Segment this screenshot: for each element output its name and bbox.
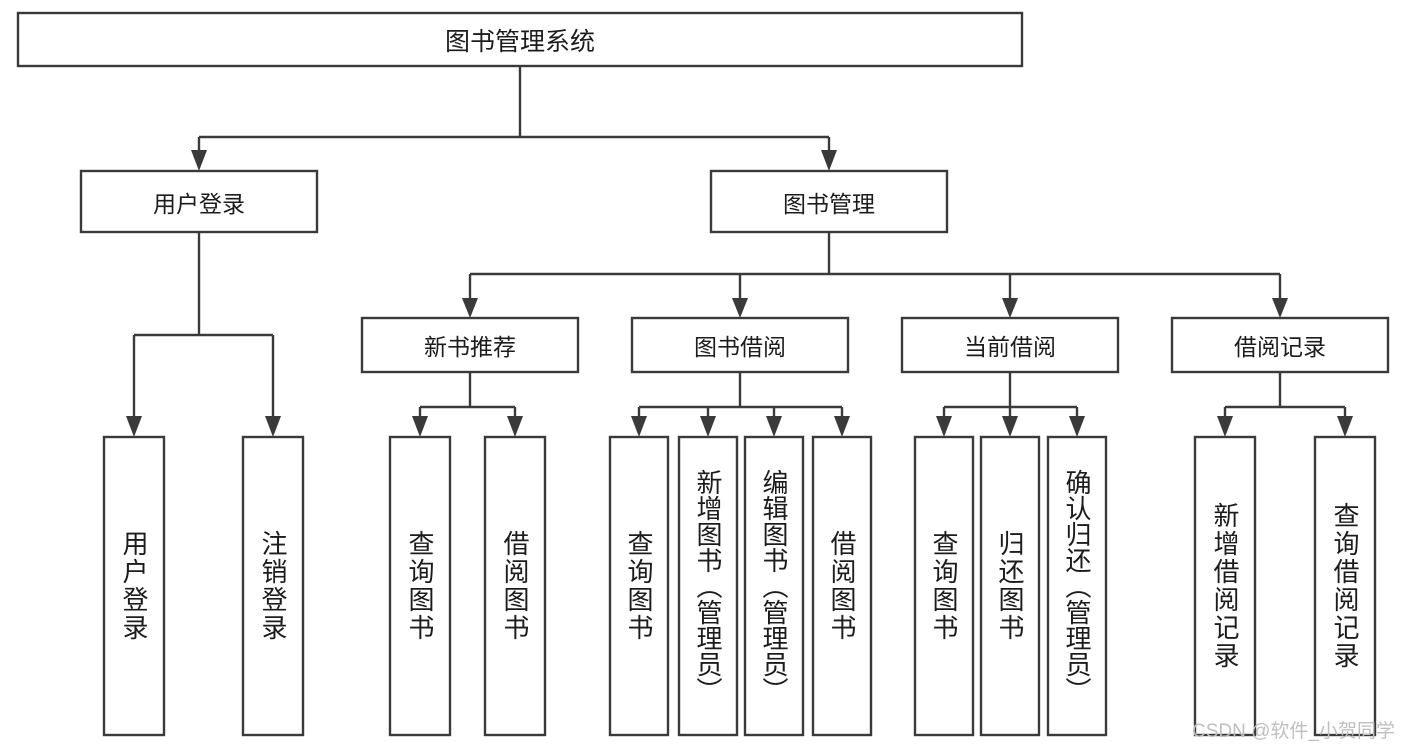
- node-box-root[interactable]: [16, 11, 1024, 68]
- connector-new-book-recommend-to-leaves: [412, 372, 523, 437]
- node-box-book-borrow[interactable]: [630, 316, 850, 374]
- arrowhead-leaf-current-borrow-2: [1069, 416, 1085, 437]
- node-box-current-borrow[interactable]: [900, 316, 1120, 374]
- arrowhead-leaf-current-borrow-1: [1002, 416, 1018, 437]
- arrowhead-leaf-book-borrow-2: [766, 416, 782, 437]
- arrowhead-borrow-record: [1272, 298, 1288, 318]
- node-box-borrow-record[interactable]: [1170, 316, 1390, 374]
- arrowhead-leaf-book-borrow-3: [834, 416, 850, 437]
- connector-root-to-level2: [191, 66, 837, 171]
- connector-borrow-record-to-leaves: [1217, 372, 1353, 437]
- arrowhead-leaf-user-login-0: [126, 416, 142, 437]
- node-box-user-login[interactable]: [79, 169, 319, 234]
- arrowhead-leaf-book-borrow-1: [700, 416, 716, 437]
- leaf-box-book-borrow-2[interactable]: [743, 435, 805, 737]
- node-box-book-management[interactable]: [709, 169, 949, 234]
- leaf-box-new-book-recommend-1[interactable]: [483, 435, 547, 737]
- arrowhead-user-login: [191, 150, 207, 171]
- arrowhead-leaf-user-login-1: [265, 416, 281, 437]
- arrowhead-leaf-new-book-recommend-0: [412, 416, 428, 437]
- arrowhead-new-book-recommend: [462, 298, 478, 318]
- connector-user-login-to-leaves: [126, 232, 281, 437]
- arrowhead-book-management: [821, 150, 837, 171]
- arrowhead-book-borrow: [732, 298, 748, 318]
- leaf-box-current-borrow-1[interactable]: [979, 435, 1041, 737]
- leaf-box-user-login-1[interactable]: [241, 435, 305, 737]
- arrowhead-leaf-borrow-record-1: [1337, 416, 1353, 437]
- leaf-box-user-login-0[interactable]: [102, 435, 166, 737]
- arrowhead-leaf-book-borrow-0: [631, 416, 647, 437]
- leaf-box-borrow-record-1[interactable]: [1313, 435, 1377, 737]
- arrowhead-leaf-current-borrow-0: [936, 416, 952, 437]
- leaf-box-new-book-recommend-0[interactable]: [388, 435, 452, 737]
- leaf-box-current-borrow-0[interactable]: [913, 435, 975, 737]
- leaf-box-book-borrow-1[interactable]: [677, 435, 739, 737]
- connector-book-borrow-to-leaves: [631, 372, 850, 437]
- arrowhead-current-borrow: [1002, 298, 1018, 318]
- connector-current-borrow-to-leaves: [936, 372, 1085, 437]
- leaf-box-borrow-record-0[interactable]: [1193, 435, 1257, 737]
- leaf-box-book-borrow-3[interactable]: [811, 435, 873, 737]
- leaf-box-book-borrow-0[interactable]: [608, 435, 670, 737]
- connector-book-management-to-level3: [462, 232, 1288, 318]
- arrowhead-leaf-borrow-record-0: [1217, 416, 1233, 437]
- leaf-box-current-borrow-2[interactable]: [1046, 435, 1108, 737]
- arrowhead-leaf-new-book-recommend-1: [507, 416, 523, 437]
- node-box-new-book-recommend[interactable]: [360, 316, 580, 374]
